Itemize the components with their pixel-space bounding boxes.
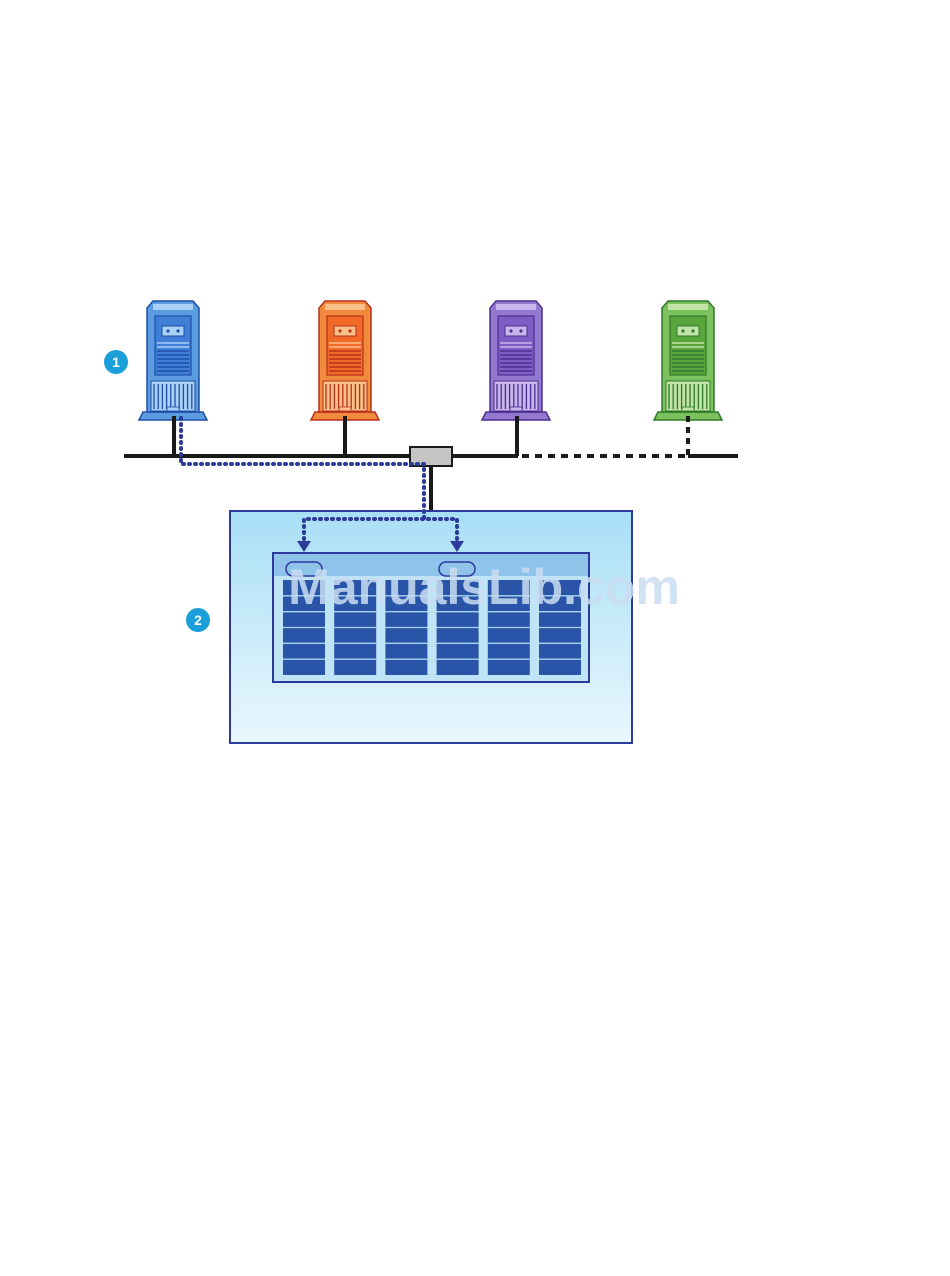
server-blue-top-highlight [153, 304, 193, 310]
server-blue-drive-led [176, 329, 179, 332]
server-green-top-highlight [668, 304, 708, 310]
watermark-text: ManualsLib.com [288, 559, 680, 615]
server-purple [482, 301, 550, 420]
server-purple-top-highlight [496, 304, 536, 310]
server-green-drive-led [691, 329, 694, 332]
callout-1-label: 1 [112, 354, 120, 370]
callout-2-label: 2 [194, 612, 202, 628]
callout-2: 2 [186, 608, 210, 632]
server-orange-drive-led [348, 329, 351, 332]
server-orange-top-highlight [325, 304, 365, 310]
servers-group [139, 301, 722, 420]
server-green-drive-led [681, 329, 684, 332]
server-green-badge [682, 407, 694, 411]
server-orange-drive-bay [334, 326, 356, 336]
server-blue-front-panel [155, 316, 191, 375]
server-purple-drive-bay [505, 326, 527, 336]
server-orange-drive-led [338, 329, 341, 332]
server-blue [139, 301, 207, 420]
data-path-server-to-switch [181, 418, 424, 518]
server-orange-front-panel [327, 316, 363, 375]
server-green [654, 301, 722, 420]
callout-1: 1 [104, 350, 128, 374]
server-green-drive-bay [677, 326, 699, 336]
server-blue-drive-bay [162, 326, 184, 336]
server-purple-drive-led [519, 329, 522, 332]
server-orange-badge [339, 407, 351, 411]
server-purple-drive-led [509, 329, 512, 332]
server-orange [311, 301, 379, 420]
server-green-front-panel [670, 316, 706, 375]
server-blue-badge [167, 407, 179, 411]
server-purple-front-panel [498, 316, 534, 375]
server-blue-drive-led [166, 329, 169, 332]
server-purple-badge [510, 407, 522, 411]
